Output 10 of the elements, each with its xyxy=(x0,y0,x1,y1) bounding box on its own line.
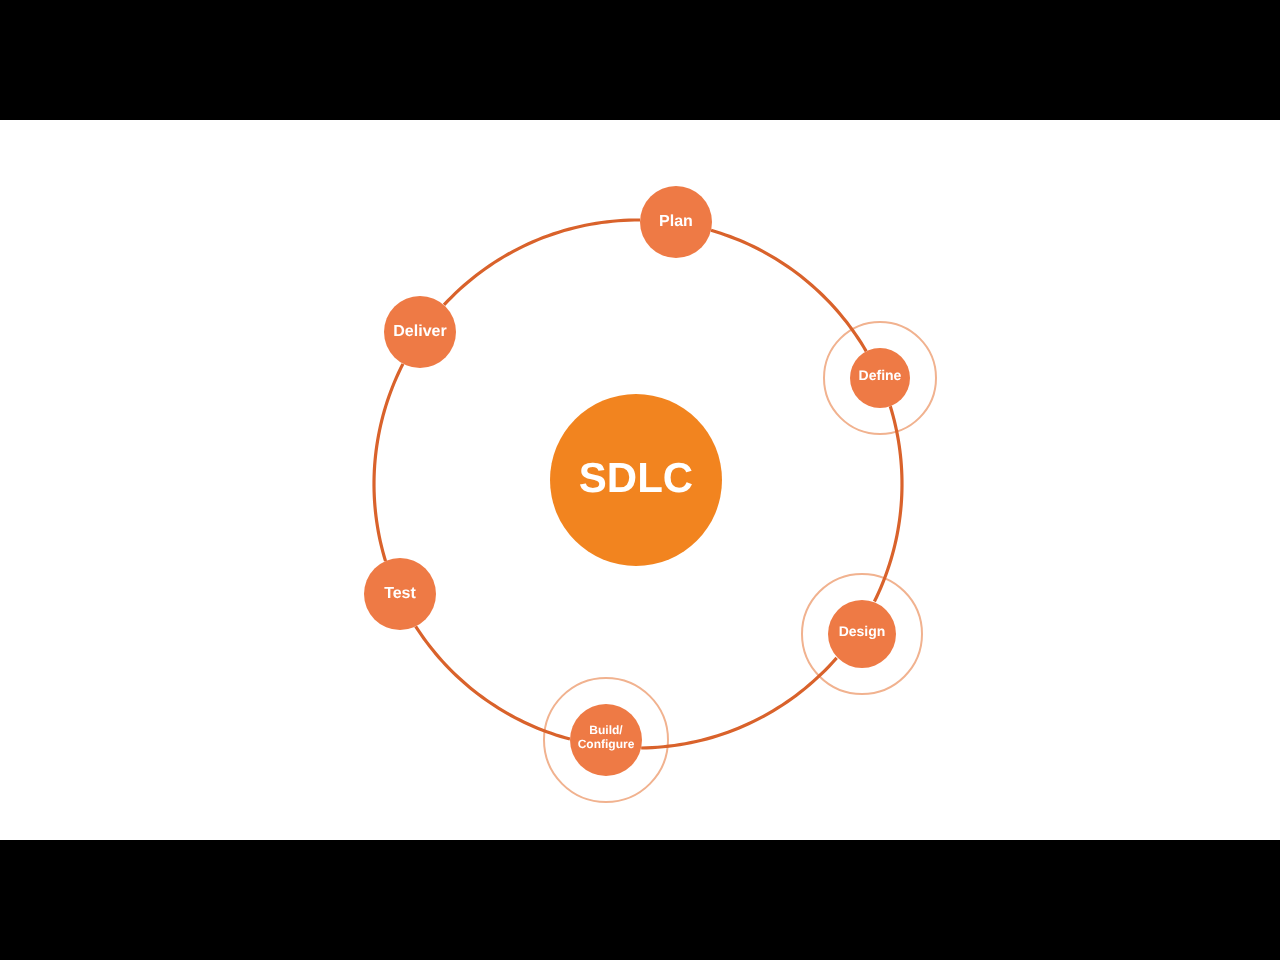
ring-connector xyxy=(641,656,838,750)
ring-connector xyxy=(872,405,904,603)
ring-connector xyxy=(372,363,405,562)
phase-circle: Test xyxy=(364,558,436,630)
center-circle: SDLC xyxy=(550,394,722,566)
ring-connector xyxy=(442,218,641,307)
ring-connector xyxy=(710,228,868,353)
ring-connector xyxy=(414,625,571,741)
phase-circle: Plan xyxy=(640,186,712,258)
phase-circle: Deliver xyxy=(384,296,456,368)
